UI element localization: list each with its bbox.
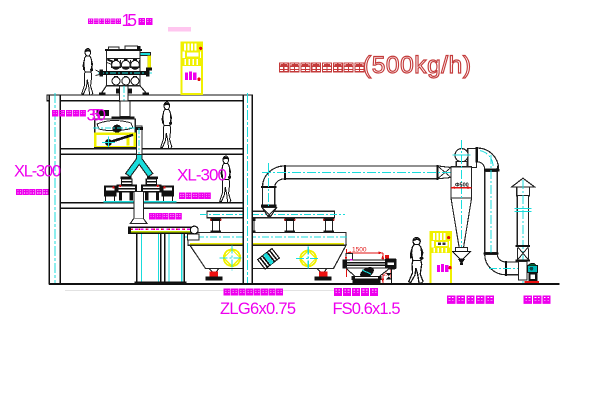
svg-text:350: 350 [87,106,107,125]
svg-text:FS0.6x1.5: FS0.6x1.5 [333,300,401,318]
svg-text:1.5: 1.5 [122,10,138,30]
svg-text:Φ500: Φ500 [455,182,469,188]
svg-text:1500: 1500 [352,247,367,254]
svg-text:(500kg/h): (500kg/h) [363,52,471,79]
svg-text:ZLG6x0.75: ZLG6x0.75 [220,300,296,318]
svg-text:XL-300: XL-300 [14,163,61,181]
svg-text:XL-300: XL-300 [177,166,227,185]
